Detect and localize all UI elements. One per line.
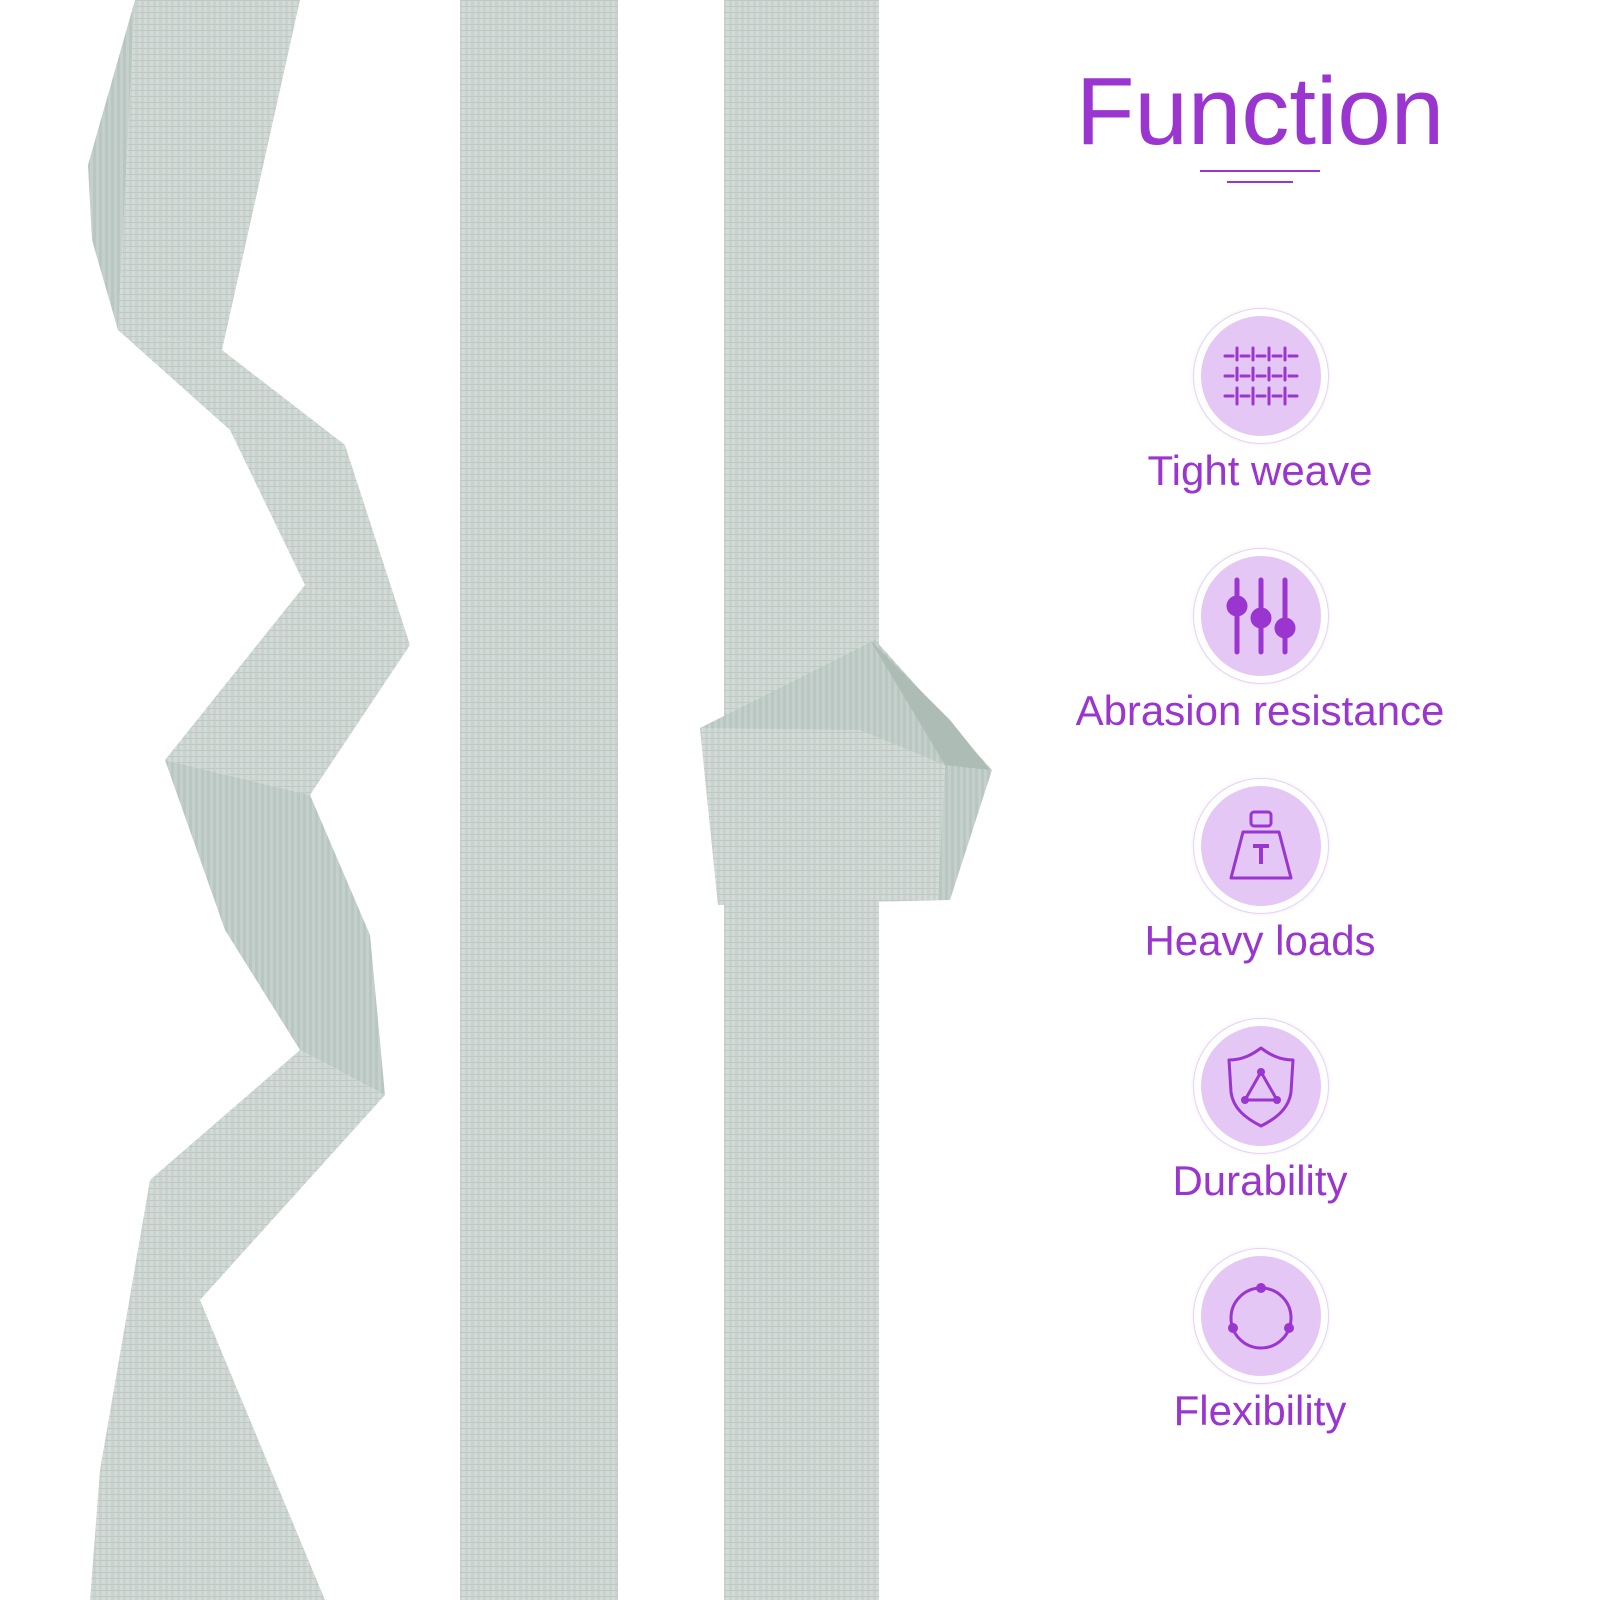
feature-badge: [1193, 778, 1329, 914]
sliders-icon: [1226, 577, 1296, 655]
feature-label: Abrasion resistance: [1075, 687, 1445, 734]
feature-badge: [1193, 1018, 1329, 1154]
feature-badge: [1193, 1248, 1329, 1384]
feature-label: Tight weave: [1147, 447, 1373, 494]
feature-label: Heavy loads: [1144, 917, 1376, 964]
knotted-strap: [700, 0, 992, 1600]
feature-label: Flexibility: [1173, 1387, 1347, 1434]
feature-tight-weave: Tight weave: [1040, 308, 1480, 518]
feature-label: Durability: [1172, 1157, 1348, 1204]
title-underline: [1200, 170, 1320, 184]
wavy-strap: [88, 0, 410, 1600]
feature-badge: [1193, 548, 1329, 684]
page-title: Function: [1075, 58, 1445, 165]
feature-durability: Durability: [1040, 1018, 1480, 1228]
feature-flexibility: Flexibility: [1040, 1248, 1480, 1458]
feature-heavy-loads: Heavy loads: [1040, 778, 1480, 988]
shield-icon: [1227, 1046, 1295, 1128]
straight-strap: [460, 0, 618, 1600]
circle-nodes-icon: [1228, 1283, 1294, 1350]
weave-grid-icon: [1223, 346, 1299, 406]
feature-badge: [1193, 308, 1329, 444]
weight-icon: [1229, 810, 1293, 880]
feature-abrasion-resistance: Abrasion resistance: [1040, 548, 1480, 758]
